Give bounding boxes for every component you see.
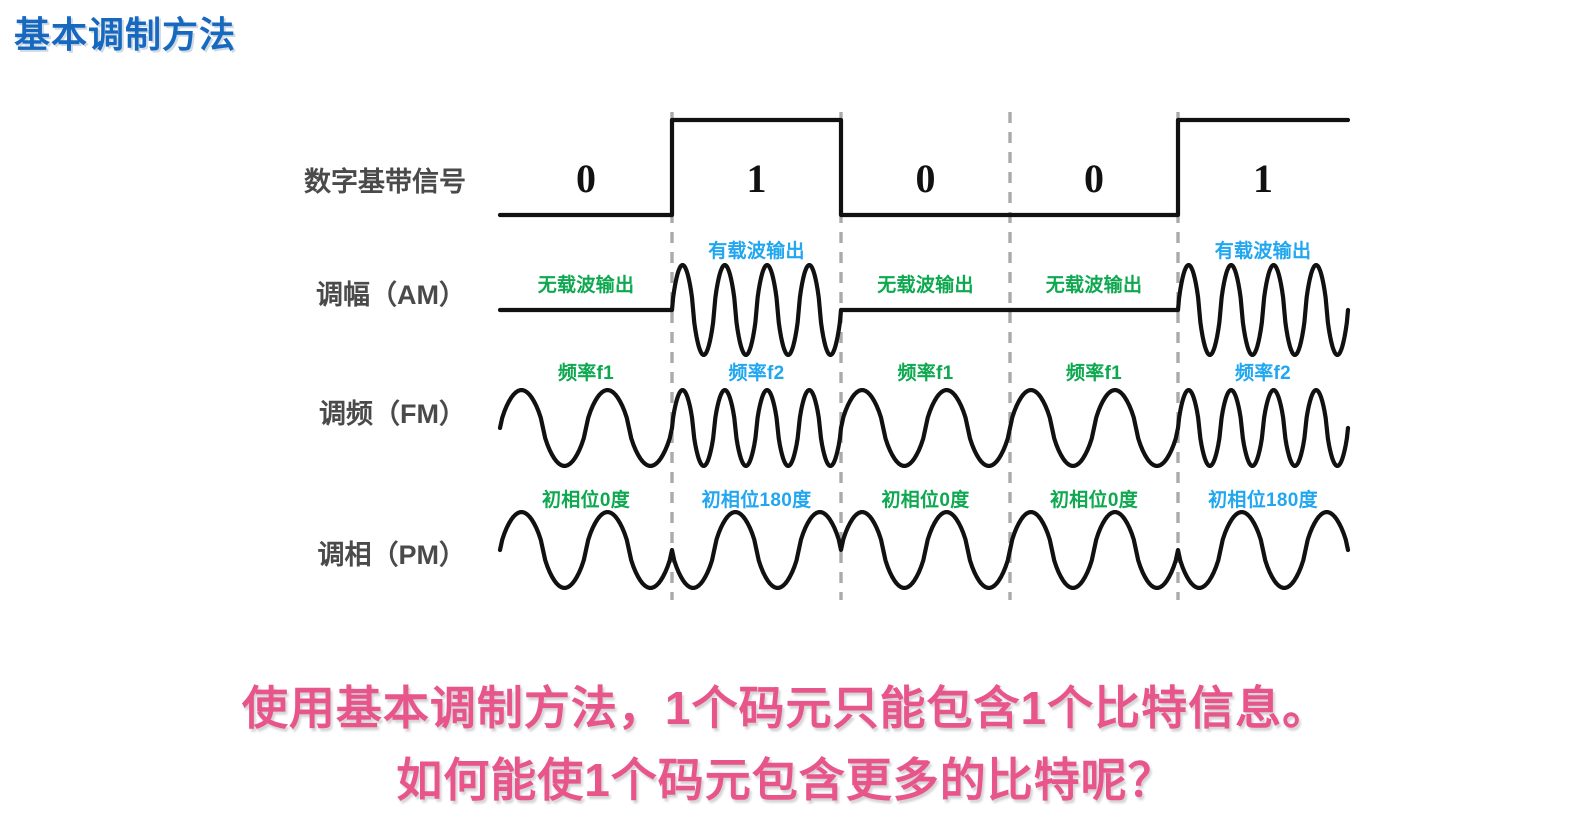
am-carrier-burst <box>669 263 844 357</box>
caption-line-1: 使用基本调制方法，1个码元只能包含1个比特信息。 <box>239 680 1330 737</box>
digital-baseband-waveform <box>497 117 1351 218</box>
fm-annotation: 频率f1 <box>557 363 615 384</box>
am-annotation: 有载波输出 <box>708 241 805 262</box>
fm-annotation: 频率f1 <box>897 363 954 384</box>
waveform-traces <box>497 117 1351 591</box>
bit-digit: 1 <box>1253 156 1273 201</box>
fm-annotation: 频率f1 <box>1065 363 1123 384</box>
pm-annotation: 初相位0度 <box>1049 490 1139 511</box>
row-label-digital-baseband: 数字基带信号 <box>304 167 466 197</box>
am-annotation: 无载波输出 <box>1045 275 1143 296</box>
bit-digit: 1 <box>746 156 767 201</box>
bit-digit: 0 <box>915 156 936 201</box>
caption-line-2: 如何能使1个码元包含更多的比特呢？ <box>394 752 1177 809</box>
pm-annotation: 初相位0度 <box>881 490 970 511</box>
bit-digit: 0 <box>1084 156 1104 201</box>
am-carrier-burst <box>1175 263 1351 357</box>
am-annotation: 无载波输出 <box>537 275 635 296</box>
pm-annotation: 初相位180度 <box>701 490 812 511</box>
row-label-fm: 调频（FM） <box>319 399 466 429</box>
bit-digit: 0 <box>576 156 596 201</box>
am-annotation: 有载波输出 <box>1214 241 1312 262</box>
pm-annotation: 初相位0度 <box>541 490 631 511</box>
fm-annotation: 频率f2 <box>1234 363 1292 384</box>
pm-annotation: 初相位180度 <box>1208 490 1318 511</box>
page-title: 基本调制方法 <box>14 14 237 55</box>
row-label-am: 调幅（AM） <box>316 280 466 310</box>
row-label-pm: 调相（PM） <box>317 540 467 570</box>
pm-waveform <box>497 509 1351 591</box>
am-annotation: 无载波输出 <box>877 275 974 296</box>
fm-waveform <box>497 387 1351 469</box>
fm-annotation: 频率f2 <box>728 363 785 384</box>
